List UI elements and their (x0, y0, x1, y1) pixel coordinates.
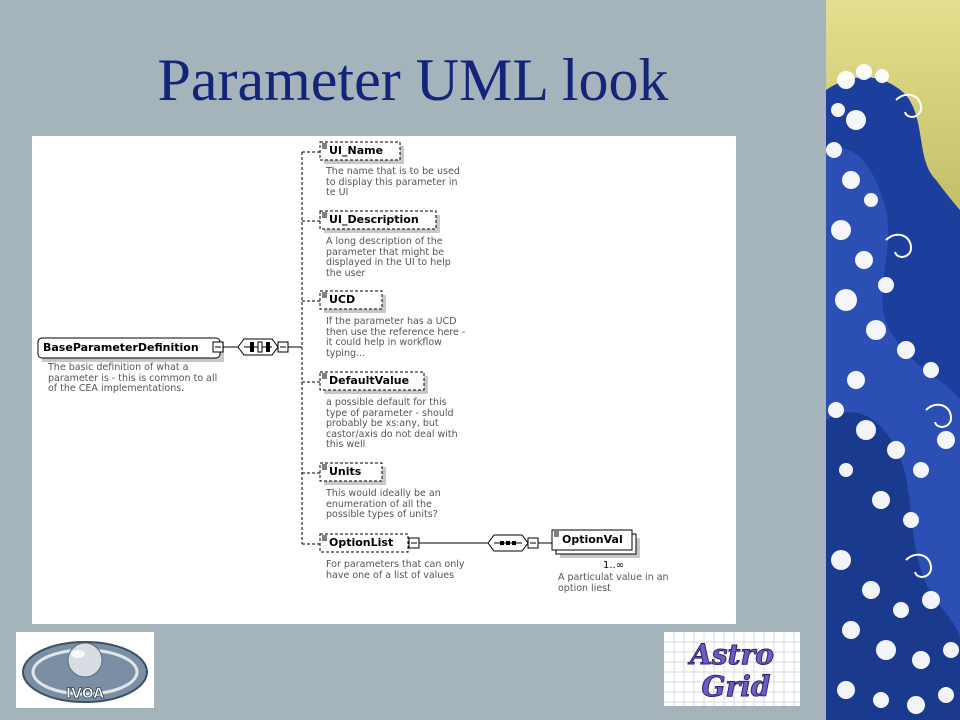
element-optionlist-label: OptionList (329, 536, 394, 549)
root-element-label: BaseParameterDefinition (43, 341, 199, 354)
element-ucd-description: If the parameter has a UCD then use the … (326, 316, 466, 359)
ivoa-logo: IVOA (16, 632, 154, 708)
root-element-description: The basic definition of what a parameter… (48, 362, 218, 395)
astrogrid-logo-graphic: Astro Grid (664, 632, 800, 706)
schema-diagram: BaseParameterDefinition The basic defini… (32, 136, 736, 624)
element-units-label: Units (329, 465, 362, 478)
diagram-connectors (37, 141, 640, 558)
optionval-multiplicity: 1..∞ (603, 560, 625, 571)
astrogrid-logo: Astro Grid (664, 632, 800, 706)
element-defaultvalue-label: DefaultValue (329, 374, 410, 387)
ivoa-logo-graphic: IVOA (22, 641, 148, 703)
slide-title: Parameter UML look (157, 47, 669, 113)
astrogrid-logo-line1: Astro (687, 638, 774, 671)
element-optionval-description: A particulat value in an option liest (558, 572, 669, 594)
element-ui-name-label: UI_Name (329, 144, 384, 157)
element-optionval-label: OptionVal (562, 533, 623, 546)
element-ui-description-label: UI_Description (329, 213, 419, 226)
element-defaultvalue-description: a possible default for this type of para… (326, 397, 458, 451)
ivoa-logo-text: IVOA (66, 686, 104, 702)
element-units-description: This would ideally be an enumeration of … (326, 488, 441, 521)
element-ui-name-description: The name that is to be used to display t… (326, 166, 460, 199)
element-ui-description-description: A long description of the parameter that… (326, 236, 451, 279)
element-optionlist-description: For parameters that can only have one of… (326, 559, 465, 581)
element-ucd-label: UCD (329, 293, 356, 306)
astrogrid-logo-line2: Grid (702, 670, 771, 703)
wave-decoration (826, 0, 960, 720)
